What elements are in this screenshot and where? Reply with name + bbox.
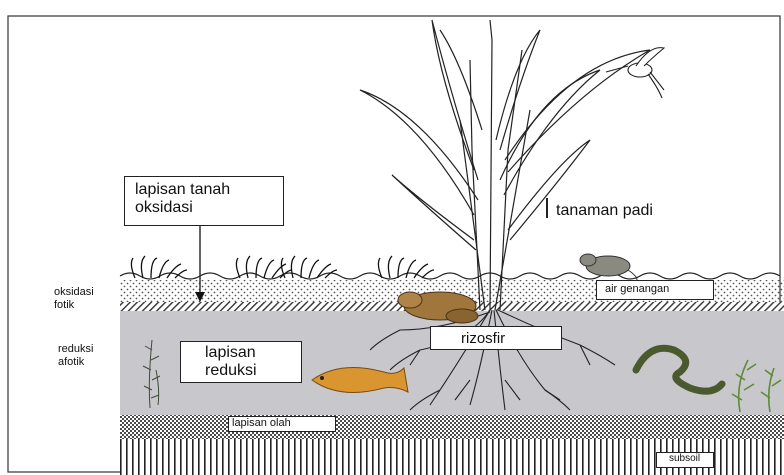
oxidized-layer-box: lapisan tanah oksidasi	[124, 176, 284, 226]
oxidized-layer-label: lapisan tanah oksidasi	[135, 181, 273, 218]
aphotic-reduction-label: reduksi afotik	[58, 343, 93, 368]
plow-layer-box: lapisan olah	[228, 416, 336, 432]
subsoil-label: subsoil	[669, 453, 701, 465]
rat-icon	[580, 254, 637, 282]
rhizosphere-label: rizosfir	[461, 330, 531, 347]
photic-oxidation-label: oksidasi fotik	[54, 286, 94, 311]
water-surface-line	[120, 273, 780, 279]
reduction-layer-box: lapisan reduksi	[180, 341, 302, 383]
plow-layer-fill	[120, 415, 784, 439]
standing-water-box: air genangan	[596, 280, 714, 300]
reduction-layer-label: lapisan reduksi	[205, 344, 277, 381]
rice-plant-bracket	[546, 198, 548, 218]
rice-plant-label: tanaman padi	[556, 202, 653, 220]
plow-layer-label: lapisan olah	[232, 417, 332, 430]
rhizosphere-box: rizosfir	[430, 326, 562, 350]
subsoil-box: subsoil	[656, 452, 714, 468]
standing-water-label: air genangan	[605, 283, 705, 296]
